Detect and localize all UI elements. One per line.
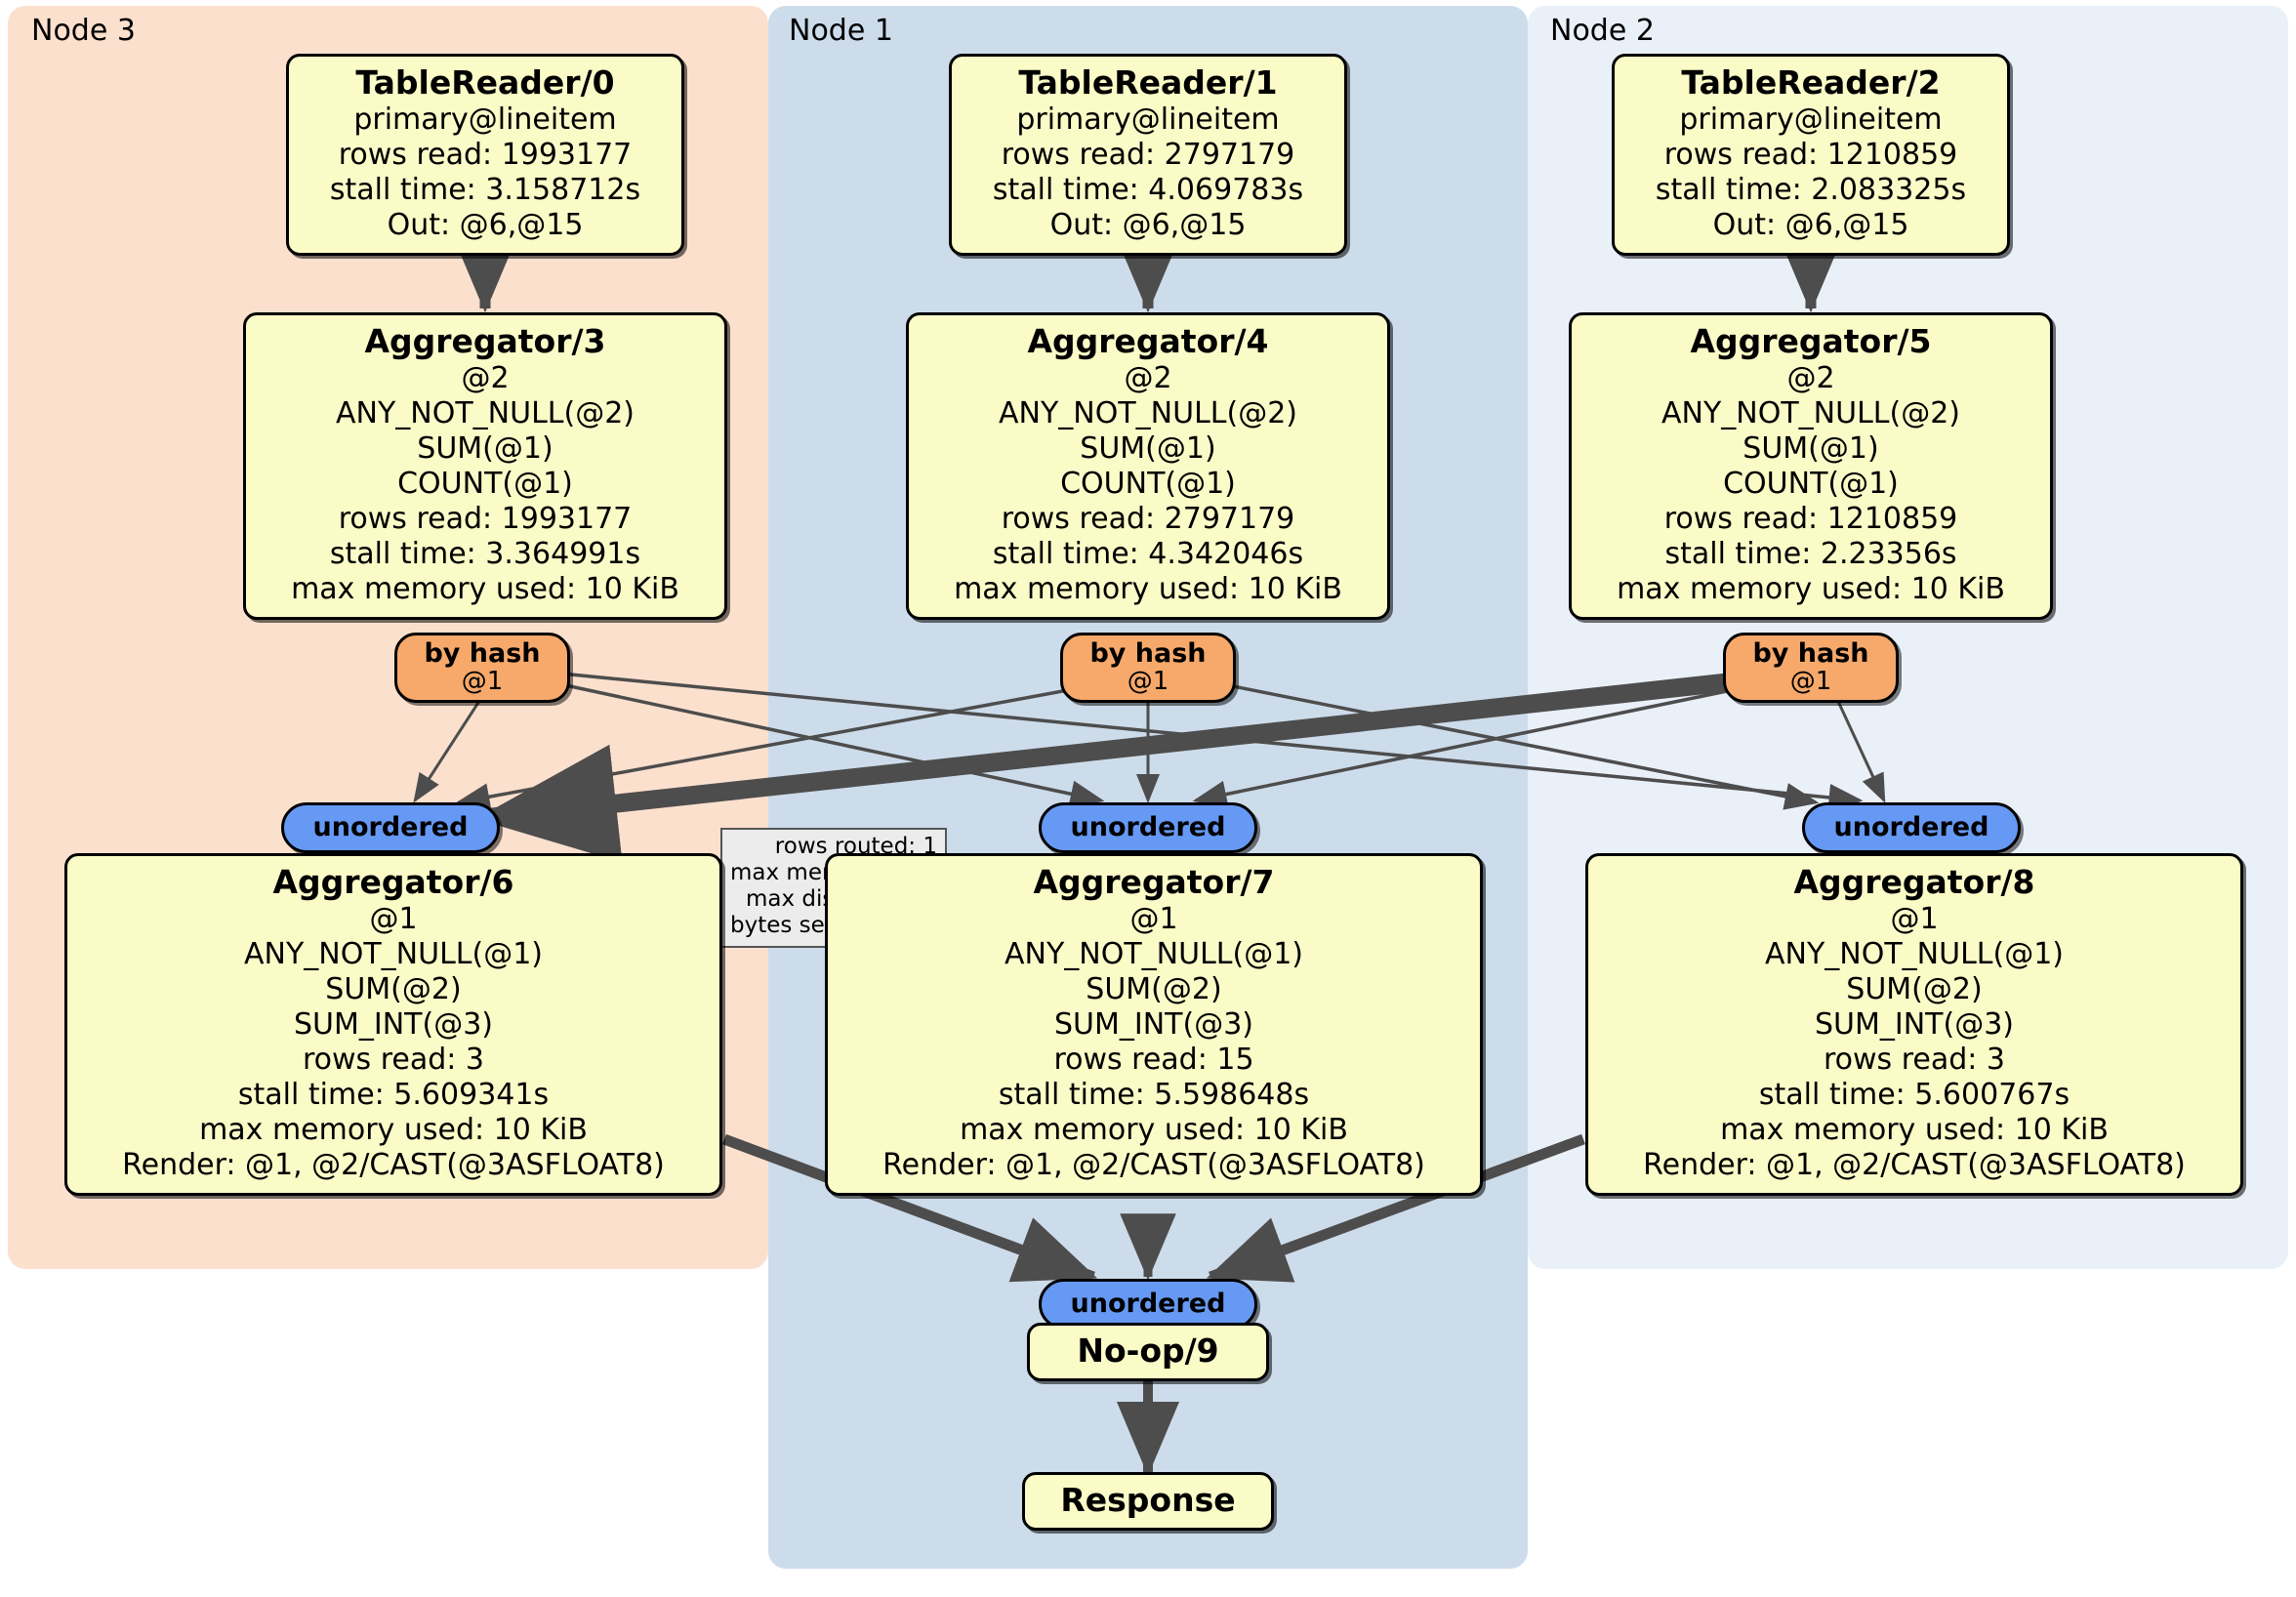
processor-detail: stall time: 4.342046s — [992, 537, 1304, 572]
processor-title: TableReader/1 — [1018, 63, 1278, 102]
router-by-hash-5[interactable]: by hash @1 — [1723, 633, 1899, 703]
processor-detail: ANY_NOT_NULL(@2) — [336, 396, 635, 431]
processor-detail: rows read: 2797179 — [1001, 502, 1295, 537]
processor-aggregator-6[interactable]: Aggregator/6 @1 ANY_NOT_NULL(@1) SUM(@2)… — [64, 853, 722, 1197]
processor-detail: @2 — [461, 361, 510, 396]
processor-aggregator-4[interactable]: Aggregator/4 @2 ANY_NOT_NULL(@2) SUM(@1)… — [906, 312, 1390, 621]
processor-detail: rows read: 3 — [302, 1043, 485, 1078]
processor-detail: rows read: 2797179 — [1001, 138, 1295, 173]
processor-title: Aggregator/3 — [364, 322, 606, 360]
cluster-label-node-2: Node 2 — [1550, 14, 1655, 48]
processor-title: Aggregator/4 — [1027, 322, 1269, 360]
processor-tablereader-2[interactable]: TableReader/2 primary@lineitem rows read… — [1612, 54, 2010, 257]
processor-detail: rows read: 1993177 — [338, 138, 633, 173]
processor-detail: SUM(@2) — [1086, 972, 1222, 1007]
processor-title: TableReader/0 — [355, 63, 615, 102]
processor-detail: SUM_INT(@3) — [1815, 1007, 2014, 1043]
synchronizer-label: unordered — [312, 812, 469, 843]
processor-detail: Render: @1, @2/CAST(@3ASFLOAT8) — [882, 1148, 1425, 1183]
processor-detail: SUM(@2) — [1846, 972, 1983, 1007]
router-column: @1 — [461, 667, 504, 697]
processor-detail: stall time: 4.069783s — [992, 173, 1304, 208]
processor-detail: SUM_INT(@3) — [294, 1007, 493, 1043]
processor-detail: stall time: 2.23356s — [1664, 537, 1957, 572]
processor-aggregator-7[interactable]: Aggregator/7 @1 ANY_NOT_NULL(@1) SUM(@2)… — [825, 853, 1483, 1197]
processor-detail: rows read: 3 — [1823, 1043, 2006, 1078]
processor-detail: ANY_NOT_NULL(@2) — [1661, 396, 1960, 431]
processor-detail: COUNT(@1) — [1723, 467, 1899, 502]
processor-detail: @2 — [1124, 361, 1172, 396]
processor-tablereader-1[interactable]: TableReader/1 primary@lineitem rows read… — [949, 54, 1347, 257]
router-by-hash-4[interactable]: by hash @1 — [1060, 633, 1236, 703]
processor-aggregator-5[interactable]: Aggregator/5 @2 ANY_NOT_NULL(@2) SUM(@1)… — [1569, 312, 2053, 621]
processor-detail: rows read: 15 — [1053, 1043, 1254, 1078]
processor-title: Aggregator/8 — [1793, 863, 2035, 901]
processor-detail: primary@lineitem — [1679, 102, 1943, 138]
processor-detail: COUNT(@1) — [1060, 467, 1236, 502]
processor-detail: stall time: 5.609341s — [237, 1078, 550, 1113]
processor-detail: max memory used: 10 KiB — [954, 572, 1342, 607]
processor-detail: rows read: 1210859 — [1663, 138, 1958, 173]
processor-detail: stall time: 3.364991s — [329, 537, 641, 572]
processor-detail: primary@lineitem — [353, 102, 617, 138]
processor-detail: @1 — [1890, 902, 1939, 937]
processor-detail: @1 — [1129, 902, 1178, 937]
processor-detail: ANY_NOT_NULL(@1) — [1004, 937, 1303, 972]
processor-detail: COUNT(@1) — [397, 467, 573, 502]
processor-title: Response — [1060, 1481, 1236, 1519]
processor-detail: @1 — [369, 902, 418, 937]
processor-no-op-9[interactable]: No-op/9 — [1027, 1323, 1269, 1382]
processor-detail: max memory used: 10 KiB — [291, 572, 679, 607]
processor-detail: rows read: 1210859 — [1663, 502, 1958, 537]
router-label: by hash — [1089, 637, 1207, 669]
processor-detail: stall time: 3.158712s — [329, 173, 641, 208]
router-column: @1 — [1127, 667, 1169, 697]
processor-detail: @2 — [1786, 361, 1835, 396]
router-by-hash-3[interactable]: by hash @1 — [394, 633, 570, 703]
processor-detail: primary@lineitem — [1016, 102, 1280, 138]
processor-aggregator-8[interactable]: Aggregator/8 @1 ANY_NOT_NULL(@1) SUM(@2)… — [1585, 853, 2243, 1197]
processor-detail: SUM(@1) — [1080, 431, 1216, 467]
processor-detail: max memory used: 10 KiB — [960, 1113, 1348, 1148]
router-label: by hash — [424, 637, 541, 669]
synchronizer-label: unordered — [1833, 812, 1989, 843]
router-label: by hash — [1752, 637, 1869, 669]
router-column: @1 — [1789, 667, 1832, 697]
processor-detail: stall time: 5.598648s — [998, 1078, 1310, 1113]
processor-aggregator-3[interactable]: Aggregator/3 @2 ANY_NOT_NULL(@2) SUM(@1)… — [243, 312, 727, 621]
processor-detail: Out: @6,@15 — [387, 208, 584, 243]
processor-detail: ANY_NOT_NULL(@1) — [1765, 937, 2064, 972]
processor-detail: ANY_NOT_NULL(@2) — [999, 396, 1297, 431]
processor-detail: max memory used: 10 KiB — [1617, 572, 2005, 607]
processor-detail: ANY_NOT_NULL(@1) — [244, 937, 543, 972]
processor-detail: SUM(@2) — [325, 972, 462, 1007]
processor-detail: rows read: 1993177 — [338, 502, 633, 537]
processor-detail: Render: @1, @2/CAST(@3ASFLOAT8) — [1643, 1148, 2186, 1183]
processor-detail: max memory used: 10 KiB — [199, 1113, 588, 1148]
synchronizer-unordered-7[interactable]: unordered — [1039, 802, 1257, 853]
cluster-label-node-3: Node 3 — [31, 14, 136, 48]
synchronizer-unordered-8[interactable]: unordered — [1802, 802, 2021, 853]
cluster-label-node-1: Node 1 — [789, 14, 893, 48]
processor-detail: SUM(@1) — [1742, 431, 1879, 467]
processor-response[interactable]: Response — [1022, 1472, 1274, 1532]
processor-detail: SUM(@1) — [417, 431, 554, 467]
processor-detail: max memory used: 10 KiB — [1720, 1113, 2109, 1148]
processor-title: Aggregator/7 — [1033, 863, 1275, 901]
processor-detail: Render: @1, @2/CAST(@3ASFLOAT8) — [122, 1148, 665, 1183]
synchronizer-label: unordered — [1070, 812, 1226, 843]
processor-title: Aggregator/5 — [1690, 322, 1932, 360]
processor-tablereader-0[interactable]: TableReader/0 primary@lineitem rows read… — [286, 54, 684, 257]
processor-title: TableReader/2 — [1681, 63, 1941, 102]
processor-detail: stall time: 2.083325s — [1655, 173, 1967, 208]
processor-detail: stall time: 5.600767s — [1758, 1078, 2070, 1113]
processor-title: Aggregator/6 — [272, 863, 514, 901]
processor-detail: SUM_INT(@3) — [1054, 1007, 1253, 1043]
processor-detail: Out: @6,@15 — [1712, 208, 1909, 243]
processor-detail: Out: @6,@15 — [1049, 208, 1247, 243]
processor-title: No-op/9 — [1077, 1331, 1219, 1370]
synchronizer-unordered-6[interactable]: unordered — [281, 802, 500, 853]
synchronizer-label: unordered — [1070, 1289, 1226, 1320]
